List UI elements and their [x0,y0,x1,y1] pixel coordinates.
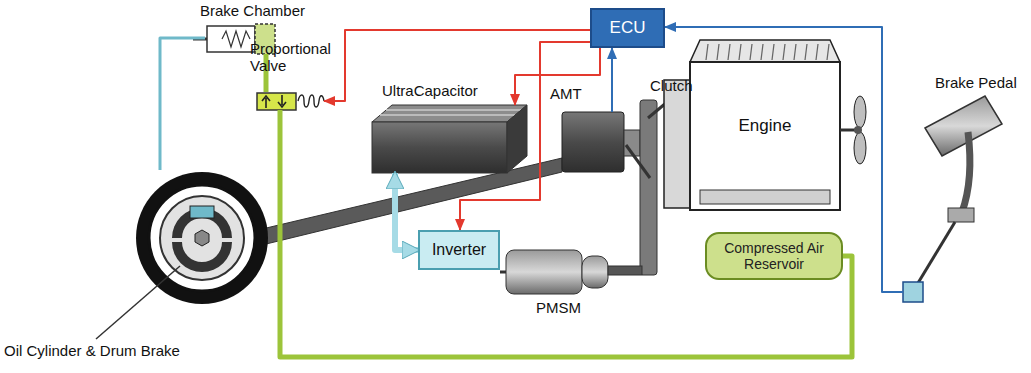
capacitor-layer [386,109,521,111]
drum [160,196,244,280]
capacitor-front [372,122,507,173]
hub [195,230,209,246]
amt-housing [562,112,624,172]
pedal-pivot [948,208,974,222]
ultracapacitor [372,105,527,173]
brake-pedal-unit: Brake Pedal [895,100,1010,305]
fin-stroke [750,44,752,60]
linkage [626,145,650,178]
heading-holder: UltraCapacitor [382,82,478,99]
engine-block [690,62,840,210]
clutch-plate [640,100,657,275]
pedal-pad [925,96,1002,156]
motor-body [506,250,582,294]
text-stack: Compressed Air Reservoir [707,240,841,272]
part-heading: AMT [550,85,582,102]
heading-holder: AMT [550,85,582,102]
tyre [136,172,268,304]
part-heading: Proportional Valve [250,40,340,75]
engine [664,40,866,210]
ultracapacitor-unit: UltraCapacitor [372,105,527,173]
node-text: Compressed Air Reservoir [707,240,841,272]
pmsm-motor [500,250,642,294]
inverter-box: Inverter [418,230,500,270]
chamber-body [207,26,255,52]
part-heading: Brake Chamber [200,2,305,19]
valve-arrow [278,95,286,107]
fin-stroke [728,44,730,60]
connector [395,173,418,250]
connector [611,48,613,112]
cylinder-head [690,40,840,62]
connector [460,42,590,230]
pedal-arm [962,132,970,212]
connector [665,27,895,292]
amt-unit: AMT [562,112,624,172]
node-text: ECU [610,18,646,38]
fin-stroke [739,44,741,60]
motor-lead [500,271,506,274]
capacitor-top [372,105,527,122]
pedal-sensor [903,282,923,302]
motor-shaft [608,266,642,275]
fan-hub [854,126,862,134]
cooling-fins [706,44,829,60]
solenoid-coil [298,95,324,107]
node-text: Inverter [432,241,486,259]
fin-stroke [783,44,785,60]
drum-brake-unit: Oil Cylinder & Drum Brake [134,170,270,306]
fin-stroke [805,44,807,60]
oil-cylinder [190,206,214,218]
reservoir-box: Compressed Air Reservoir [705,232,843,280]
leader-line [96,266,180,339]
fin-stroke [827,44,829,60]
heading-holder: Oil Cylinder & Drum Brake [4,342,180,359]
bell-housing [664,80,690,208]
part-heading: Oil Cylinder & Drum Brake [4,342,180,359]
oil-pan [700,190,830,204]
fin-stroke [816,44,818,60]
part-heading: UltraCapacitor [382,82,478,99]
motor-end-cap [582,256,608,288]
fin-stroke [772,44,774,60]
fan-shaft [840,129,856,132]
sensor-lead [895,291,903,293]
proportional-valve-unit: Proportional Valve [256,92,324,110]
connector [515,48,600,105]
sensor-rod [918,222,955,283]
fin-stroke [761,44,763,60]
ecu-box: ECU [590,8,665,48]
part-label: Engine [739,116,792,136]
wheel-drum-brake [136,172,268,304]
heading-holder: Brake Chamber [200,2,305,19]
capacitor-side [507,105,527,173]
rim [149,185,255,291]
connector [280,110,852,357]
brake-pedal [895,96,1002,302]
brake-chamber-unit: Brake Chamber [205,24,277,54]
heading-holder: Brake Pedal [935,74,1017,91]
part-label: PMSM [536,299,581,316]
part-heading: Brake Pedal [935,74,1017,91]
spring [222,31,250,47]
fin-stroke [717,44,719,60]
valve-arrow [262,96,270,108]
proportional-valve [257,93,324,110]
connector [160,38,205,170]
text-stack: Inverter [432,241,486,259]
fan-blade [854,132,866,164]
fan-blade [854,96,866,128]
part-label: Clutch [650,77,693,94]
valve-body [257,93,296,110]
fin-stroke [706,44,708,60]
heading-holder: Proportional Valve [250,40,340,75]
capacitor-layer [380,114,515,116]
fin-stroke [794,44,796,60]
text-stack: ECU [610,18,646,38]
